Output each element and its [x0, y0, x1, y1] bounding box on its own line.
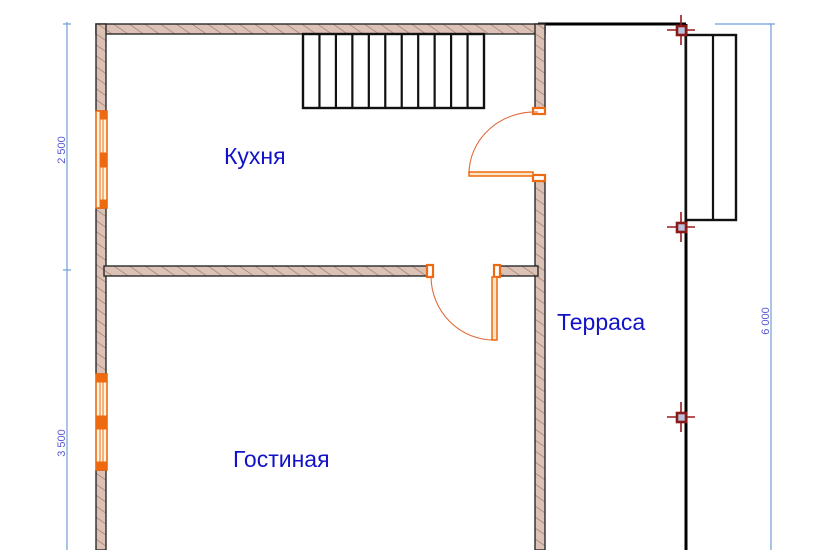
staircase-outline [301, 32, 486, 110]
door-jamb-bottom [531, 173, 547, 183]
terrace-step-block [684, 33, 738, 222]
window-hinge-icon [99, 111, 108, 120]
window-hinge-icon [99, 159, 108, 168]
dimension-label-total: 6 000 [760, 307, 772, 335]
wall-right-upper [534, 23, 546, 111]
room-label-kitchen: Кухня [224, 143, 286, 169]
dimension-label-kitchen: 2 500 [56, 136, 68, 164]
window-hinge-icon [95, 415, 107, 430]
door-jamb-right [492, 263, 502, 279]
wall-top [95, 23, 546, 35]
window-hinge-icon [99, 199, 108, 208]
door-leaf [491, 276, 498, 341]
wall-interior-left [103, 265, 429, 277]
window-living [95, 373, 108, 471]
door-kitchen-terrace [468, 106, 547, 183]
window-kitchen [95, 110, 108, 209]
room-label-living-room: Гостиная [233, 446, 330, 472]
wall-right-lower [534, 177, 546, 550]
wall-interior-right [497, 265, 539, 277]
terrace-post [667, 212, 695, 242]
door-kitchen-living [425, 263, 502, 341]
wall-left-lower [95, 469, 107, 550]
terrace-post [667, 15, 695, 45]
window-hinge-icon [99, 152, 108, 161]
dimension-label-living: 3 500 [56, 429, 68, 457]
wall-left-upper [95, 23, 107, 112]
door-jamb-left [425, 263, 435, 279]
door-swing-arc [468, 111, 539, 175]
right-dimension: 6 000 [715, 23, 775, 550]
terrace-steps [684, 33, 738, 222]
terrace-outline [538, 22, 688, 550]
window-hinge-icon [95, 373, 107, 383]
staircase [301, 32, 486, 110]
terrace-post [667, 402, 695, 432]
wall-left-middle [95, 207, 107, 375]
post-icon [675, 24, 688, 37]
door-swing-arc [430, 276, 495, 341]
door-leaf [468, 171, 534, 177]
door-jamb-top [531, 106, 547, 116]
room-label-terrace: Терраса [557, 309, 645, 335]
left-dimension: 2 500 3 500 [56, 22, 71, 550]
post-icon [675, 411, 688, 424]
post-icon [675, 221, 688, 234]
staircase-steps [318, 34, 469, 108]
window-hinge-icon [95, 461, 107, 471]
